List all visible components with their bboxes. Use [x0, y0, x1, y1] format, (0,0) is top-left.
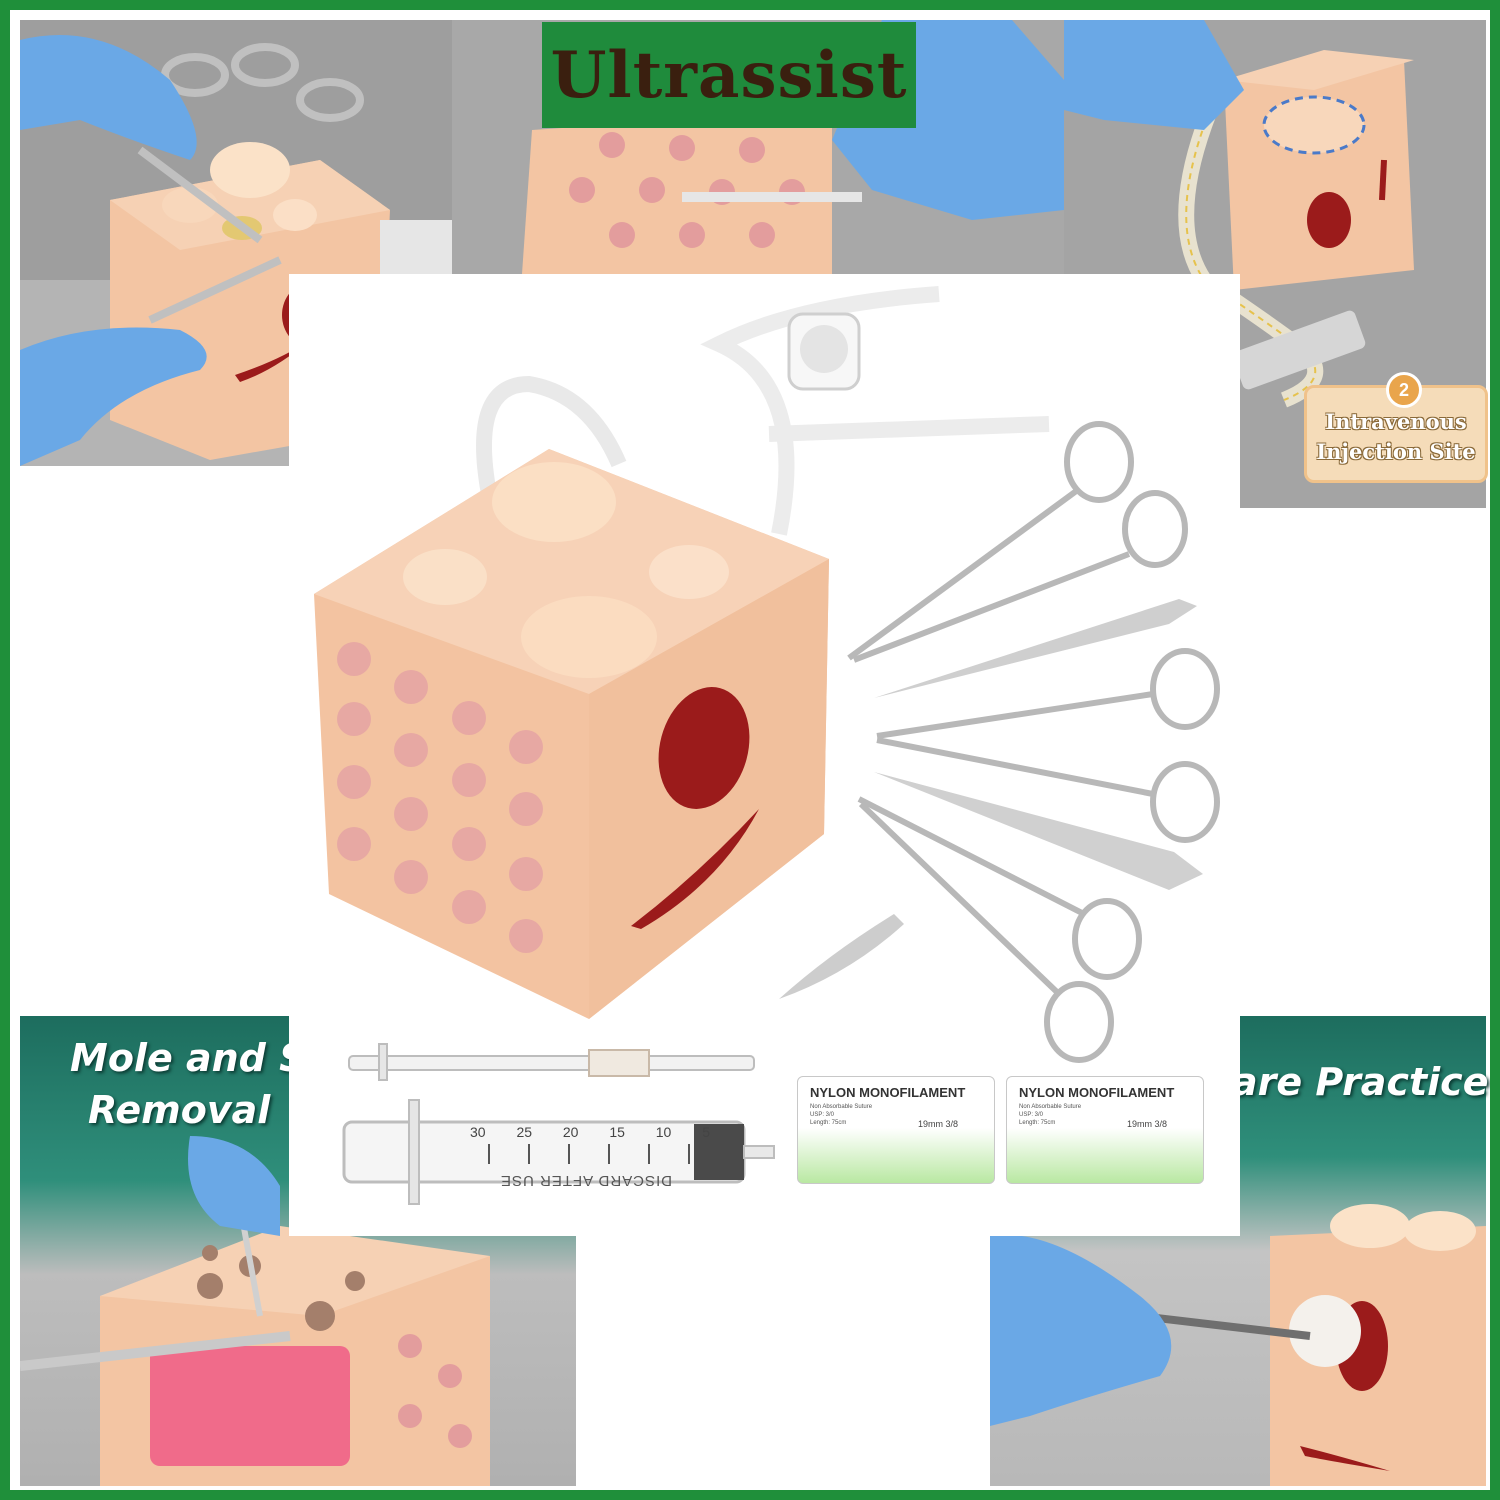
suture-needle-2: 19mm 3/8: [1127, 1119, 1168, 1129]
brand-logo-box: Ultrassist: [542, 22, 916, 128]
care-banner: are Practice: [1232, 1060, 1489, 1104]
mole-banner-line-2: Removal: [88, 1088, 271, 1132]
syringe-scale-5: 5: [702, 1124, 710, 1140]
product-panel: [289, 274, 1240, 1236]
suture-length-1: Length: 75cm: [810, 1120, 847, 1126]
syringe-scale-25: 25: [516, 1124, 533, 1140]
photo-iv-injection: [1064, 20, 1486, 508]
suture-length-2: Length: 75cm: [1019, 1120, 1056, 1126]
brand-logo: Ultrassist: [550, 37, 908, 113]
suture-usp-1: USP: 3/0: [810, 1112, 835, 1118]
syringe-scale-20: 20: [562, 1124, 579, 1140]
suture-subtitle-1: Non Absorbable Suture: [810, 1104, 873, 1110]
iv-label-text: Intravenous Injection Site: [1304, 407, 1488, 467]
iv-label-number: 2: [1386, 372, 1422, 408]
suture-details-2: Non Absorbable Suture USP: 3/0 Length: 7…: [1019, 1103, 1081, 1127]
syringe-scale-10: 10: [655, 1124, 672, 1140]
suture-pack-2: NYLON MONOFILAMENT Non Absorbable Suture…: [1006, 1076, 1204, 1184]
suture-subtitle-2: Non Absorbable Suture: [1019, 1104, 1082, 1110]
suture-usp-2: USP: 3/0: [1019, 1112, 1044, 1118]
syringe-scale-30: 30: [470, 1124, 486, 1140]
mole-banner-line-1: Mole and S: [70, 1036, 307, 1080]
product-image: [314, 286, 1220, 1205]
suture-pack-1: NYLON MONOFILAMENT Non Absorbable Suture…: [797, 1076, 995, 1184]
suture-title-1: NYLON MONOFILAMENT: [810, 1085, 966, 1100]
suture-title-2: NYLON MONOFILAMENT: [1019, 1085, 1175, 1100]
syringe-scale-15: 15: [609, 1124, 625, 1140]
suture-needle-1: 19mm 3/8: [918, 1119, 959, 1129]
suture-details-1: Non Absorbable Suture USP: 3/0 Length: 7…: [810, 1103, 872, 1127]
iv-label-line-2: Injection Site: [1316, 439, 1476, 464]
syringe-scale: 30 25 20 15 10 5: [470, 1124, 710, 1144]
iv-label-line-1: Intravenous: [1325, 409, 1467, 434]
iv-injection-image: [1064, 20, 1486, 508]
